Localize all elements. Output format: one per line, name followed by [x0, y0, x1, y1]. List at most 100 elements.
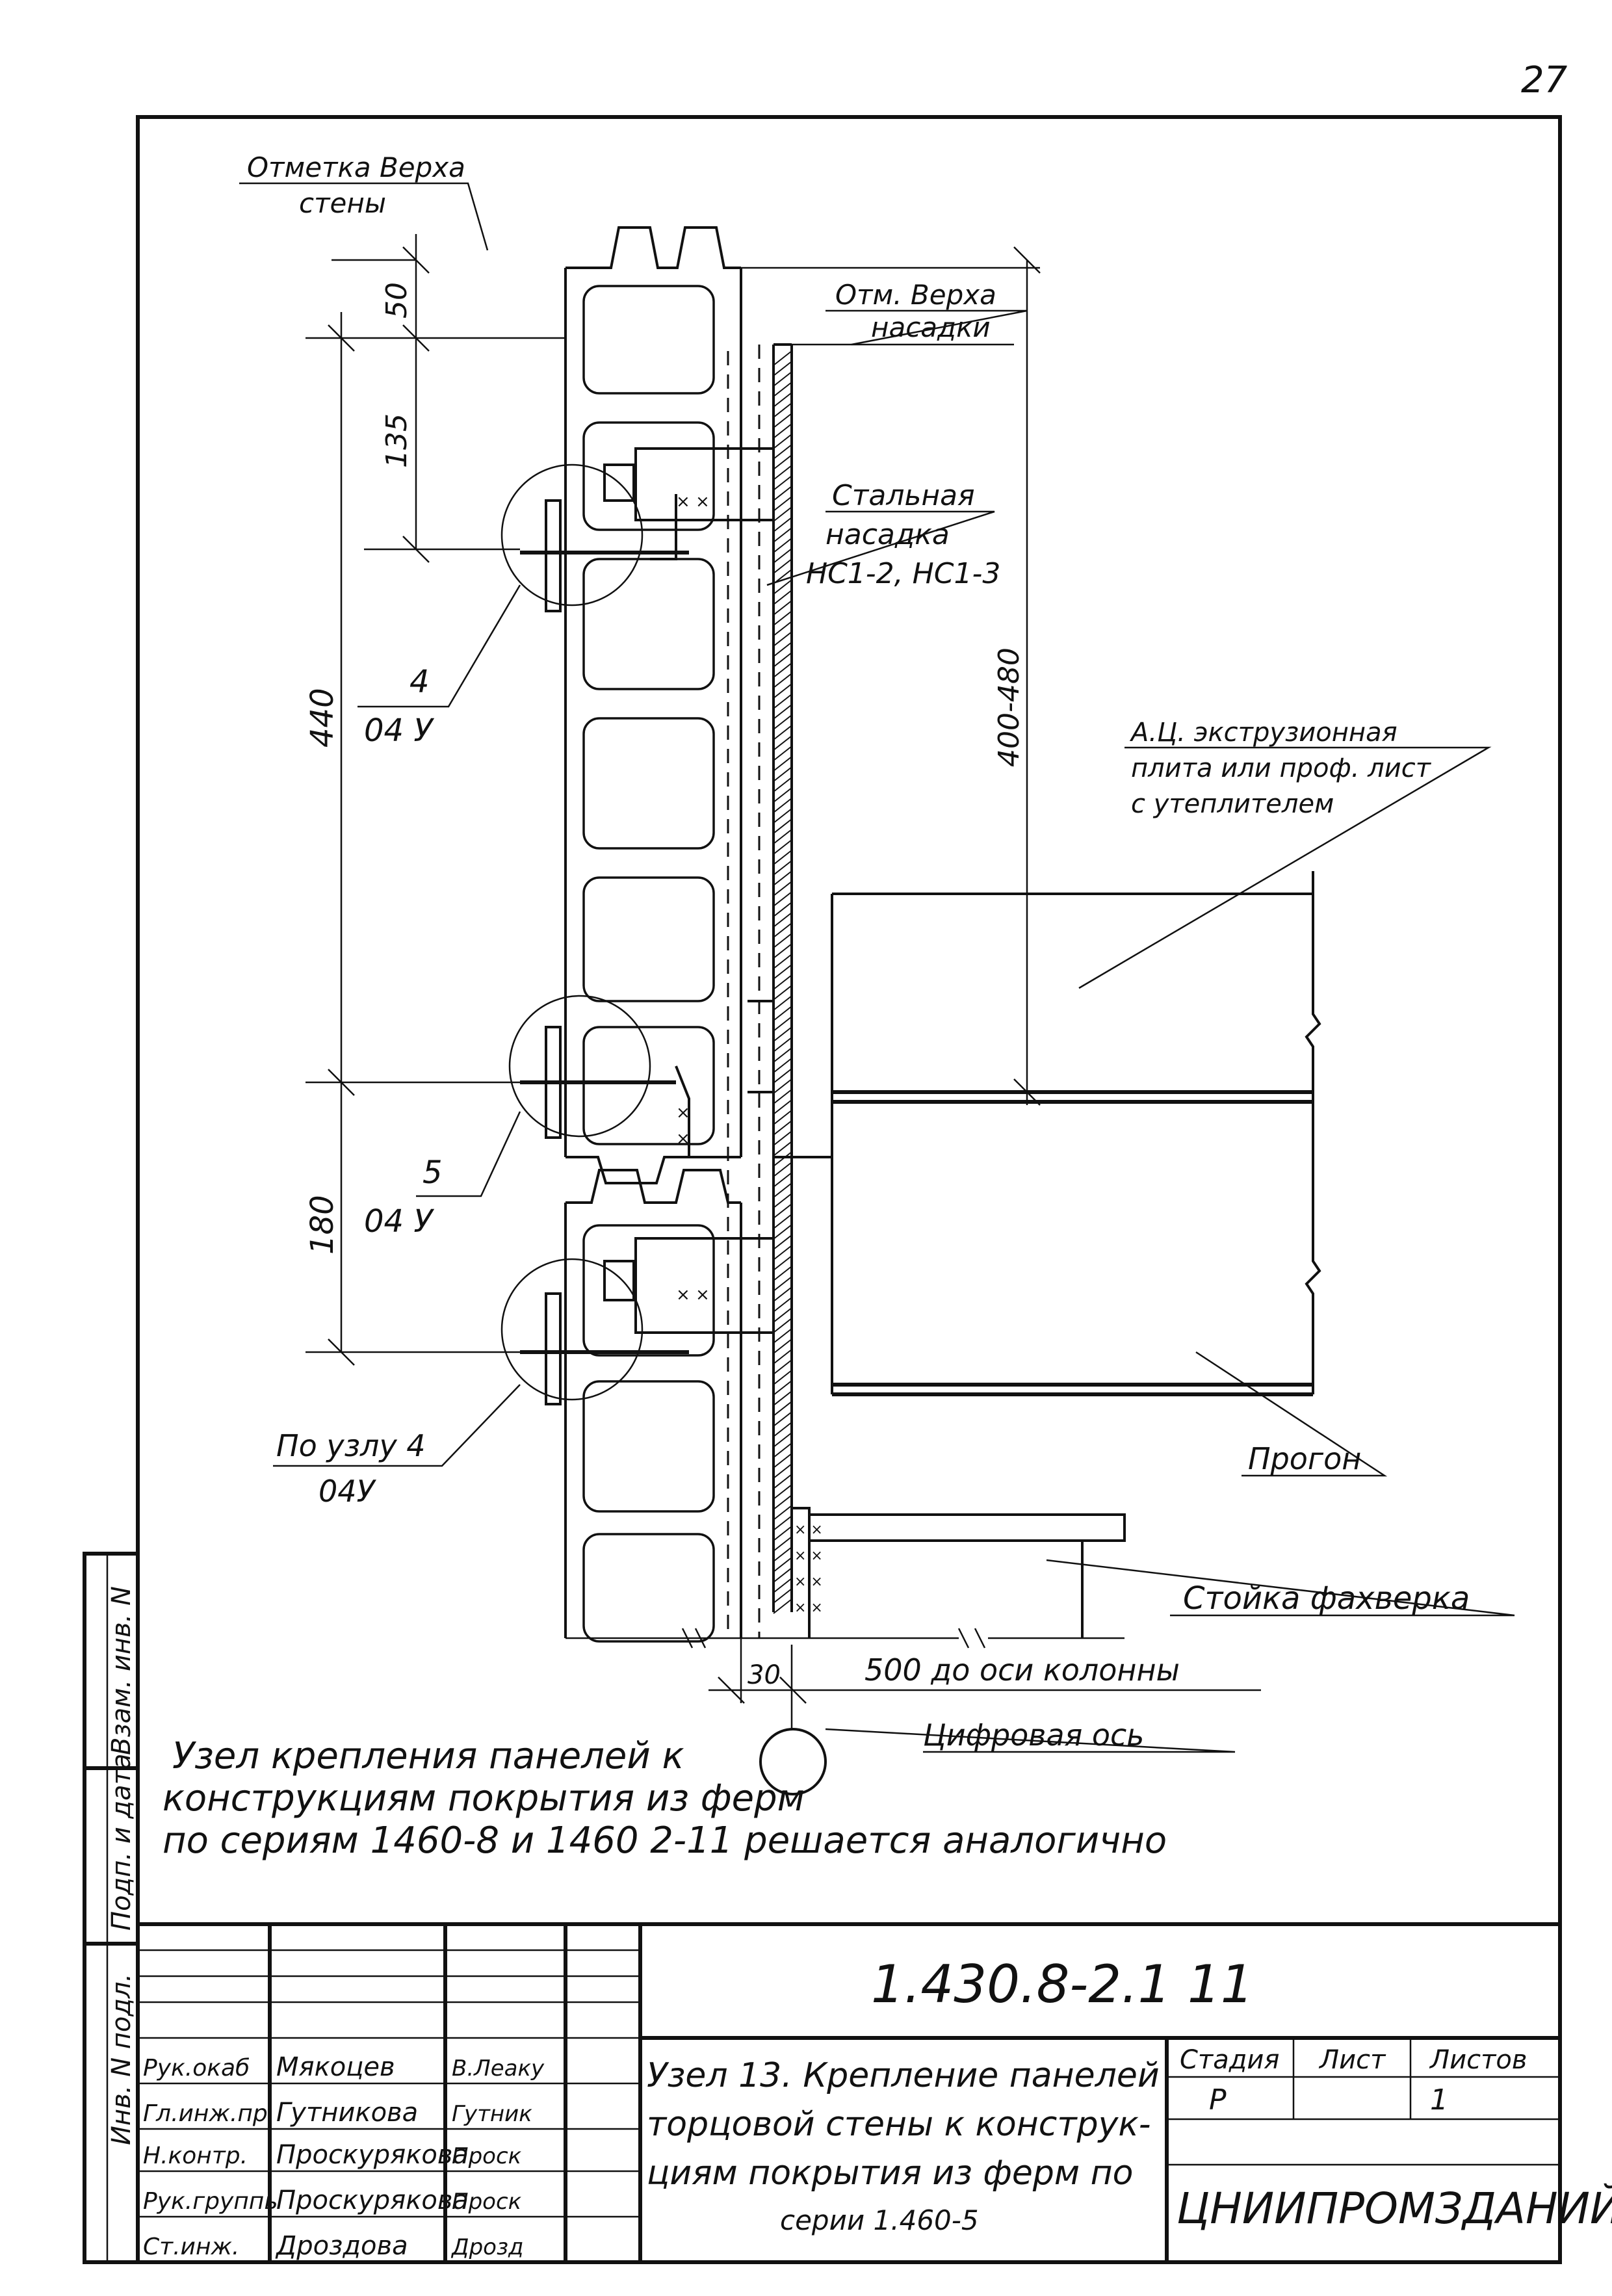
hatch-stroke [773, 860, 792, 876]
hatch-stroke [773, 881, 792, 896]
hatch-stroke [773, 1598, 792, 1614]
label-slab: А.Ц. экструзионная [1129, 718, 1398, 748]
hatch-stroke [773, 798, 792, 813]
dim-400-480: 400-480 [993, 647, 1026, 767]
hatch-stroke [773, 1307, 792, 1323]
hatch-stroke [773, 1089, 792, 1104]
hatch-stroke [773, 1130, 792, 1146]
label-to-axis: 500 до оси колонны [864, 1652, 1180, 1688]
callout-5-sheet: 04 У [364, 1203, 434, 1240]
hatch-stroke [773, 392, 792, 408]
fastener-node-4: × × [500, 447, 775, 612]
hatch-stroke [773, 912, 792, 928]
hatch-stroke [773, 756, 792, 772]
hatch-stroke [773, 1016, 792, 1032]
organization: ЦНИИПРОМЗДАНИЙ [1176, 2183, 1612, 2234]
label-slab-3: с утеплителем [1131, 789, 1334, 819]
label-digital-axis: Цифровая ось [923, 1717, 1144, 1753]
label-steel-nasadka-2: насадка [826, 518, 950, 551]
hatch-stroke [773, 1245, 792, 1260]
hatch-stroke [773, 995, 792, 1011]
signature-mark: Гутник [452, 2101, 532, 2127]
hatch-stroke [773, 683, 792, 699]
hatch-stroke [773, 985, 792, 1000]
hatch-stroke [773, 496, 792, 512]
svg-text:×: × [676, 1103, 690, 1123]
hatch-stroke [773, 444, 792, 460]
stamp-inv-orig: Инв. N подл. [107, 1974, 136, 2145]
hatch-stroke [773, 1370, 792, 1385]
hatch-stroke [773, 954, 792, 969]
hatch-stroke [773, 475, 792, 491]
hatch-stroke [773, 922, 792, 938]
signature-role: Рук.группы [143, 2188, 283, 2215]
hatch-stroke [773, 974, 792, 990]
hatch-stroke [773, 486, 792, 501]
hatch-stroke [773, 870, 792, 886]
hatch-stroke [773, 1120, 792, 1136]
svg-text:×: × [676, 1129, 690, 1149]
hatch-stroke [773, 1006, 792, 1021]
hatch-stroke [773, 1515, 792, 1531]
hatch-stroke [773, 1234, 792, 1250]
hatch-stroke [773, 808, 792, 824]
signature-mark: В.Леаку [452, 2055, 545, 2081]
hatch-stroke [773, 1276, 792, 1292]
axis-bubble [759, 1645, 827, 1795]
note-line-1: Узел крепления панелей к [172, 1735, 684, 1777]
dim-135: 135 [380, 413, 413, 468]
dim-180: 180 [304, 1195, 341, 1255]
hatch-stroke [773, 1099, 792, 1115]
signature-name: Проскурякова [276, 2185, 469, 2215]
hatch-stroke [773, 1411, 792, 1427]
svg-text:× ×: × × [794, 1522, 823, 1538]
callout-5-num: 5 [422, 1155, 443, 1191]
hatch-stroke [773, 1266, 792, 1281]
hatch-stroke [773, 1401, 792, 1416]
sheets-header: Листов [1429, 2045, 1527, 2075]
side-stamp: Взам. инв. N Подп. и дата Инв. N подл. [83, 1552, 140, 2264]
title-block: 1.430.8-2.1 11 Узел 13. Крепление панеле… [138, 1922, 1612, 2262]
hatch-stroke [773, 548, 792, 564]
hatch-stroke [773, 1422, 792, 1437]
hatch-stroke [773, 1536, 792, 1552]
hatch-stroke [773, 1505, 792, 1520]
hatch-stroke [773, 610, 792, 626]
hatch-stroke [773, 1442, 792, 1458]
hatch-stroke [773, 1151, 792, 1167]
hatch-stroke [773, 1474, 792, 1489]
insulation-block: × × × × × × × × [792, 1507, 823, 1638]
hatch-stroke [773, 1494, 792, 1510]
signature-mark: Дрозд [450, 2234, 524, 2260]
drawing-labels: Отметка Верха стены Отм. Верха насадки С… [247, 151, 1470, 1753]
hatch-stroke [773, 694, 792, 709]
hatch-stroke [773, 1182, 792, 1198]
signature-mark: Проск [452, 2189, 522, 2215]
stage-header: Стадия [1180, 2045, 1279, 2075]
hatch-stroke [773, 1432, 792, 1448]
hatch-stroke [773, 434, 792, 449]
stage-value: Р [1209, 2083, 1227, 2117]
hatch-stroke [773, 1390, 792, 1406]
node-callouts: 4 04 У 5 04 У По узлу 4 04У [276, 664, 443, 1509]
hatch-stroke [773, 943, 792, 959]
hatch-stroke [773, 673, 792, 688]
hatch-stroke [773, 818, 792, 834]
hatch-stroke [773, 1037, 792, 1052]
hatch-stroke [773, 1214, 792, 1229]
hatch-stroke [773, 423, 792, 439]
hatch-stroke [773, 1026, 792, 1042]
hatch-stroke [773, 1172, 792, 1188]
hatch-stroke [773, 590, 792, 605]
signature-name: Дроздова [275, 2231, 408, 2261]
hatch-stroke [773, 1286, 792, 1302]
hatch-stroke [773, 621, 792, 636]
hatch-stroke [773, 902, 792, 917]
hatch-stroke [773, 1255, 792, 1271]
note-line-2: конструкциям покрытия из ферм [162, 1777, 805, 1820]
wall-panel-lower [564, 1169, 742, 1643]
hatch-stroke [773, 506, 792, 522]
hatch-stroke [773, 746, 792, 761]
hatch-stroke [773, 725, 792, 740]
